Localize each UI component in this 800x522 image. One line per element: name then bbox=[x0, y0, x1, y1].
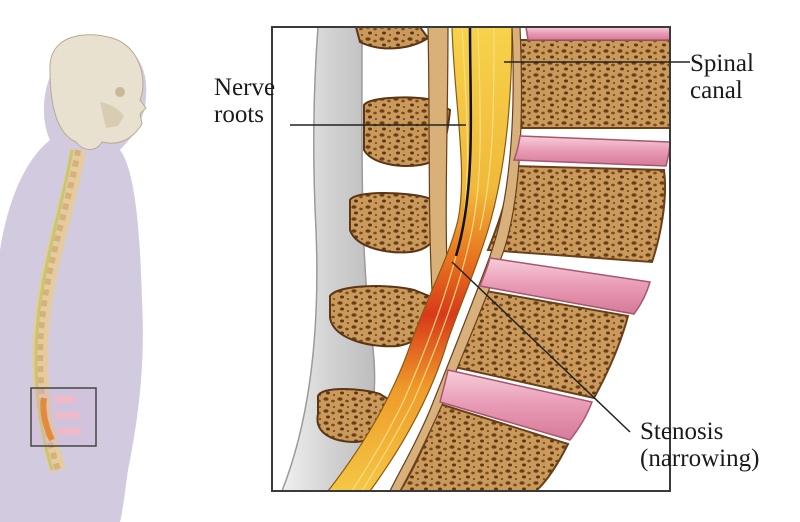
label-stenosis-line1: Stenosis bbox=[640, 418, 724, 445]
nerve-bundle bbox=[327, 27, 513, 491]
label-spinal-canal-line2: canal bbox=[690, 77, 743, 104]
label-nerve-roots-line1: Nerve bbox=[214, 74, 276, 101]
label-nerve-roots: Nerve roots bbox=[214, 74, 275, 128]
spinous-processes bbox=[316, 27, 452, 444]
label-stenosis: Stenosis (narrowing) bbox=[640, 418, 759, 472]
label-spinal-canal-line1: Spinal bbox=[690, 50, 754, 77]
zoom-frame bbox=[271, 26, 671, 492]
leader-stenosis bbox=[451, 261, 631, 433]
leader-lines bbox=[290, 61, 690, 433]
label-nerve-roots-line2: roots bbox=[214, 101, 264, 128]
skull bbox=[49, 34, 147, 150]
zoomed-section bbox=[272, 27, 670, 491]
highlight-box bbox=[30, 387, 97, 447]
intervertebral-discs bbox=[439, 27, 670, 441]
label-spinal-canal: Spinal canal bbox=[690, 50, 754, 104]
label-stenosis-line2: (narrowing) bbox=[640, 445, 760, 472]
